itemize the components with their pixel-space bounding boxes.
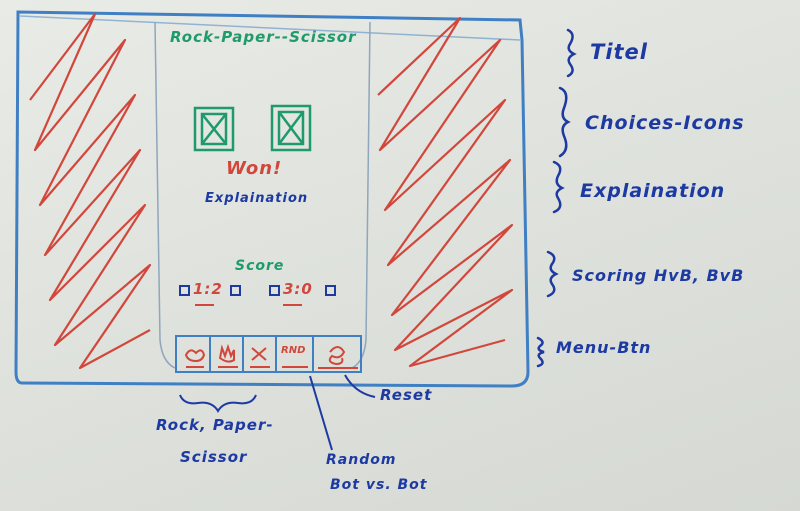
rps-brace	[179, 394, 257, 413]
annotation-scissor: Scissor	[180, 448, 248, 466]
column-left-line	[154, 21, 176, 369]
sketch-result: Won!	[226, 158, 283, 179]
reset-leader-line	[344, 374, 376, 398]
annotation-braces	[536, 28, 577, 368]
right-empty-area-scribble	[377, 16, 514, 368]
annotation-reset: Reset	[380, 386, 433, 404]
menu-bar	[175, 335, 362, 373]
bot-choice-icon	[270, 104, 312, 152]
app-frame	[14, 10, 530, 388]
sketch-score-label: Score	[235, 258, 285, 274]
score-box-markers	[179, 285, 336, 296]
annotation-scoring: Scoring HvB, BvB	[572, 266, 745, 285]
sketch-score-bvb: 3:0	[283, 280, 313, 298]
random-leader-line	[309, 375, 333, 451]
scissor-button-sketch	[250, 347, 270, 368]
annotation-title: Titel	[590, 40, 649, 64]
sketch-score-hvb: 1:2	[193, 280, 223, 298]
frame-top-extra	[19, 15, 521, 41]
sketch-explanation: Explaination	[205, 191, 309, 206]
annotation-bot-vs-bot: Bot vs. Bot	[330, 477, 428, 493]
sketch-title: Rock-Paper--Scissor	[170, 28, 357, 46]
rock-button-sketch	[184, 349, 206, 368]
player-choice-icon	[193, 106, 235, 152]
annotation-rock-paper: Rock, Paper-	[156, 416, 274, 434]
sketch-random-button-label: RND	[281, 345, 306, 356]
annotation-choices-icons: Choices-Icons	[585, 112, 745, 134]
reset-button-sketch	[318, 346, 358, 369]
annotation-explanation: Explaination	[580, 180, 726, 202]
left-empty-area-scribble	[29, 12, 152, 370]
annotation-menu-btn: Menu-Btn	[556, 338, 652, 357]
paper-button-sketch	[218, 343, 238, 368]
column-right-line	[351, 21, 371, 369]
annotation-random: Random	[326, 452, 397, 468]
